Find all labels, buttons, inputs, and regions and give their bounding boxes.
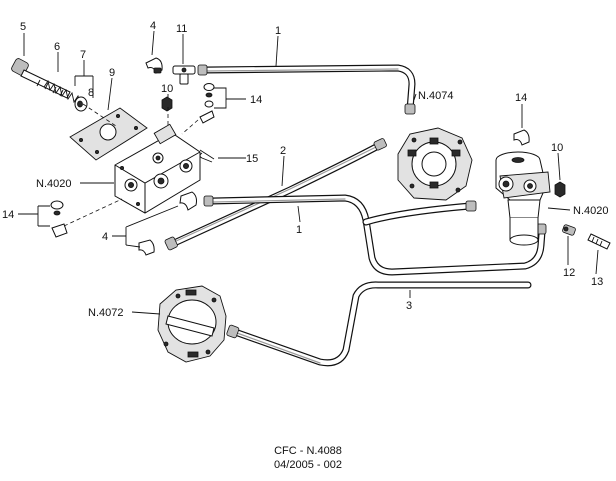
callout-14-top: 14	[250, 94, 262, 106]
valve-seat-8	[74, 96, 88, 112]
reference-labels: N.4074 N.4020 N.4020 N.4072	[36, 90, 608, 319]
elbow-14-right	[513, 129, 530, 146]
callout-10-left: 10	[161, 83, 173, 95]
gasket-9	[69, 107, 148, 161]
nut-10-left	[161, 96, 173, 112]
pipe-1-upper	[201, 64, 416, 114]
pipe-3	[231, 281, 532, 367]
callout-12: 12	[563, 267, 575, 279]
valve-body-n4020-right	[495, 151, 551, 246]
callout-14-left: 14	[2, 209, 14, 221]
cover-n4072	[157, 285, 227, 363]
fittings-14-left	[50, 200, 68, 238]
pipe-1-lower	[208, 194, 546, 276]
callout-numbers: 5 6 7 8 9 4 11 1 10 14 15 2 1 3 14 10 12…	[2, 20, 603, 312]
callout-15: 15	[246, 153, 258, 165]
callout-5: 5	[20, 21, 26, 33]
ref-n4074: N.4074	[418, 90, 453, 102]
callout-1-top: 1	[275, 25, 281, 37]
footer-date: 04/2005 - 002	[274, 459, 342, 471]
pipe-end-fittings	[164, 64, 547, 339]
flange-n4074	[397, 127, 473, 201]
bolt-13	[587, 233, 611, 250]
fitting-12	[562, 224, 576, 236]
callout-14-right: 14	[515, 92, 527, 104]
callout-11: 11	[176, 23, 187, 35]
callout-6: 6	[54, 41, 60, 53]
callout-10-right: 10	[551, 142, 563, 154]
callout-4-bottom: 4	[102, 231, 108, 243]
nut-10-right	[554, 181, 566, 198]
footer: CFC - N.4088 04/2005 - 002	[274, 445, 342, 471]
ref-n4072: N.4072	[88, 307, 123, 319]
tee-11	[172, 65, 196, 85]
callout-8: 8	[88, 87, 94, 99]
fittings-14-top	[199, 83, 215, 124]
leader-lines	[18, 30, 599, 315]
pipe-1-branch	[362, 202, 474, 226]
pipe-2	[168, 141, 384, 248]
footer-code: CFC - N.4088	[274, 445, 342, 457]
ref-n4020-right: N.4020	[573, 205, 608, 217]
spring-6	[43, 79, 81, 106]
callout-4-top: 4	[150, 20, 156, 32]
ref-n4020-left: N.4020	[36, 178, 71, 190]
callout-9: 9	[109, 67, 115, 79]
valve-body-n4020-left	[114, 123, 201, 214]
callout-2: 2	[280, 145, 286, 157]
callout-1-mid: 1	[296, 224, 302, 236]
callout-7: 7	[80, 49, 86, 61]
assembly-dashes-left	[63, 103, 199, 227]
callout-3: 3	[406, 300, 412, 312]
callout-13: 13	[591, 276, 603, 288]
elbows-4-bottom	[138, 191, 197, 256]
elbow-4-top	[145, 57, 163, 74]
pin-15	[199, 149, 215, 163]
